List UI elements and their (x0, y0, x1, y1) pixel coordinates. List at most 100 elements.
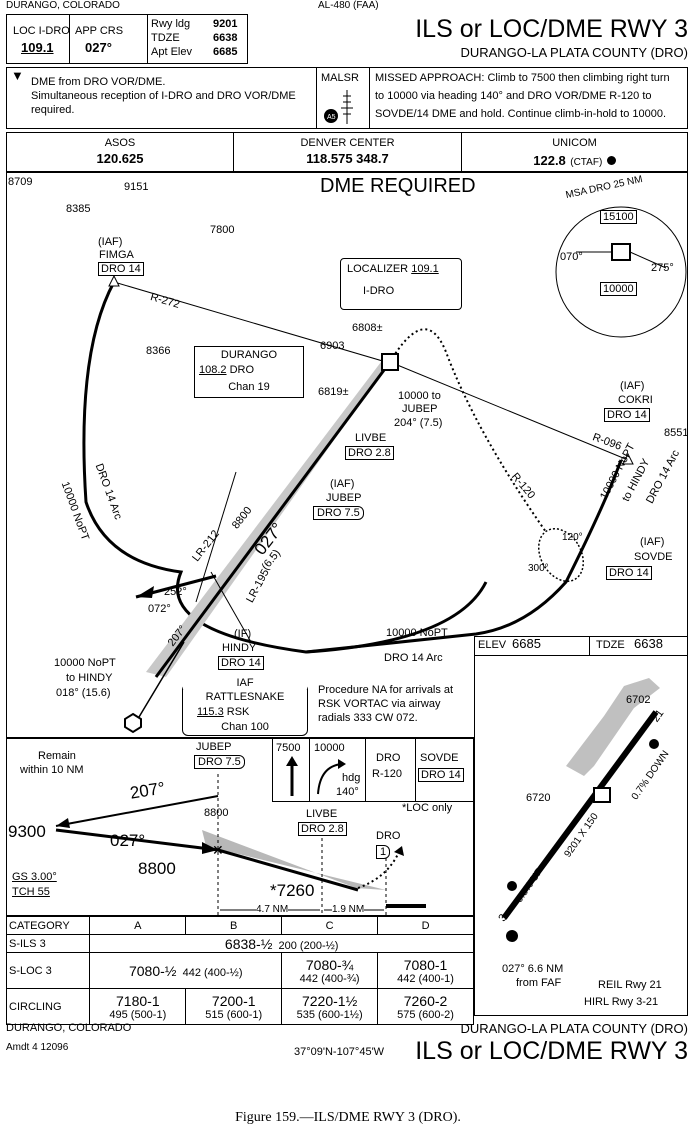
to-hindy-1: 10000 NoPT (54, 657, 116, 669)
missed-sovde: SOVDE (420, 752, 459, 764)
lighting-system: MALSR (321, 72, 359, 84)
rsk-freq: 115.3 (197, 706, 224, 718)
threshold-crossing-height: TCH 55 (12, 886, 50, 898)
dist-1-9: 1.9 NM (332, 904, 365, 915)
missed-sovde-dme: DRO 14 (418, 768, 464, 783)
msa-275: 275° (651, 262, 674, 274)
loc-box-freq: 109.1 (411, 263, 439, 275)
fimga-fix-icon (108, 274, 120, 287)
circling-label: CIRCLING (5, 988, 91, 1025)
circ-c-hat: 535 (600-1½) (296, 1008, 363, 1021)
rsk-id: RSK (226, 706, 250, 718)
remain-1: Remain (38, 750, 76, 762)
airport-diagram (474, 636, 688, 1016)
circ-a-minimum: 7180-1 (116, 992, 160, 1009)
jubep-name: JUBEP (326, 492, 362, 504)
rwy-ldg-value: 9201 (213, 18, 238, 30)
remain-2: within 10 NM (20, 764, 84, 776)
airport-vor-symbol (593, 787, 611, 803)
apron-area (566, 678, 660, 776)
to-jubep-2: JUBEP (402, 403, 438, 415)
obs-6720: 6720 (526, 792, 551, 804)
jubep-dme: DRO 7.5 (313, 506, 364, 521)
sils-label: S-ILS 3 (5, 934, 91, 953)
to-jubep-3: 204° (7.5) (394, 417, 443, 429)
svg-text:A5: A5 (327, 114, 336, 121)
ad-elev-value: 6685 (512, 636, 541, 651)
dme-arc-west (82, 281, 488, 654)
footer-city: DURANGO, COLORADO (6, 1022, 132, 1034)
dist-4-7: 4.7 NM (256, 904, 289, 915)
profile-dro: DRO (376, 830, 401, 842)
airport-name: DURANGO-LA PLATA COUNTY (DRO) (460, 45, 688, 60)
ad-elev-label: ELEV (478, 639, 507, 651)
missed-dro-label: DRO (376, 752, 401, 764)
profile-livbe: LIVBE (306, 808, 338, 820)
figure-caption: Figure 159.—ILS/DME RWY 3 (DRO). (235, 1110, 461, 1125)
notes-box: ▼ DME from DRO VOR/DME. Simultaneous rec… (6, 67, 688, 129)
note-line-3: required. (31, 104, 75, 116)
rsk-chan: Chan 100 (221, 721, 269, 733)
dme-required: DME REQUIRED (320, 175, 476, 197)
elev-8366: 8366 (146, 345, 171, 357)
faf-line-1: 027° 6.6 NM (502, 963, 564, 975)
note-line-1: DME from DRO VOR/DME. (31, 76, 166, 88)
vortac-icon (124, 712, 142, 734)
reil-note: REIL Rwy 21 (598, 979, 662, 991)
apt-elev-label: Apt Elev (151, 46, 192, 58)
hold-252: 252° (164, 586, 187, 598)
ctaf-marker-icon (606, 156, 616, 166)
missed-alt-7500: 7500 (276, 742, 301, 754)
col-c: C (281, 916, 379, 935)
tdze-label: TDZE (151, 32, 180, 44)
note-flag-icon: ▼ (11, 68, 24, 83)
sloc-c-hat: 442 (400-¾) (299, 972, 360, 985)
rattlesnake-vortac-box: IAF RATTLESNAKE 115.3 RSK Chan 100 (182, 677, 308, 736)
sloc-ab-hat: 442 (400-½) (182, 966, 243, 979)
durango-vor-box: DURANGO 108.2 DRO Chan 19 (194, 346, 304, 398)
lr-195 (210, 571, 252, 643)
arc-south-line1: 10000 NoPT (386, 627, 448, 639)
durango-id: DRO (229, 364, 255, 376)
durango-name: DURANGO (220, 349, 278, 361)
missed-alt-10000: 10000 (314, 742, 345, 754)
cokri-fix-icon (622, 452, 634, 465)
loc-frequency: 109.1 (21, 40, 54, 55)
unicom-ctaf: (CTAF) (570, 157, 603, 168)
sloc-ab-minimum: 7080-½ (128, 962, 177, 979)
cokri-dme: DRO 14 (604, 408, 650, 423)
airport-diagram-graphics (501, 678, 660, 942)
lr-212 (195, 471, 237, 603)
circ-a-hat: 495 (500-1) (109, 1008, 167, 1021)
plan-view-graphics (82, 206, 687, 723)
runway-3-21 (501, 710, 659, 920)
profile-dro-dme: 1 (376, 845, 391, 860)
obs-6702: 6702 (626, 694, 651, 706)
final-approach-shade (146, 358, 388, 677)
climb-arrow-icon (286, 756, 298, 796)
profile-9300: 9300 (8, 822, 46, 841)
rsk-name: RATTLESNAKE (205, 691, 285, 703)
missed-approach-path (389, 328, 547, 533)
footer-coordinates: 37°09'N-107°45'W (294, 1046, 385, 1058)
unicom-label: UNICOM (552, 137, 597, 149)
faf-line-2: from FAF (516, 977, 562, 989)
final-course-line (154, 361, 392, 678)
loc-only-note: *LOC only (402, 802, 453, 814)
sloc-label: S-LOC 3 (5, 952, 91, 989)
profile-027: 027° (110, 831, 146, 850)
minimums-table: CATEGORY A B C D S-ILS 3 6838-½ 200 (200… (5, 916, 474, 1025)
profile-jubep: JUBEP (196, 741, 232, 753)
dro-vor-symbol (381, 353, 399, 371)
apt-elev-value: 6685 (213, 46, 238, 58)
asos-frequency: 120.625 (96, 151, 144, 166)
glideslope-angle: GS 3.00° (12, 871, 57, 883)
elev-8385: 8385 (66, 203, 91, 215)
center-frequencies: 118.575 348.7 (306, 151, 389, 166)
sloc-d-hat: 442 (400-1) (397, 972, 454, 985)
ad-tdze-value: 6638 (634, 636, 663, 651)
header-city: DURANGO, COLORADO (6, 0, 120, 11)
missed-icons-box (272, 738, 474, 802)
faf-cross-icon: ✕ (212, 842, 224, 858)
jubep-iaf: (IAF) (330, 478, 355, 490)
